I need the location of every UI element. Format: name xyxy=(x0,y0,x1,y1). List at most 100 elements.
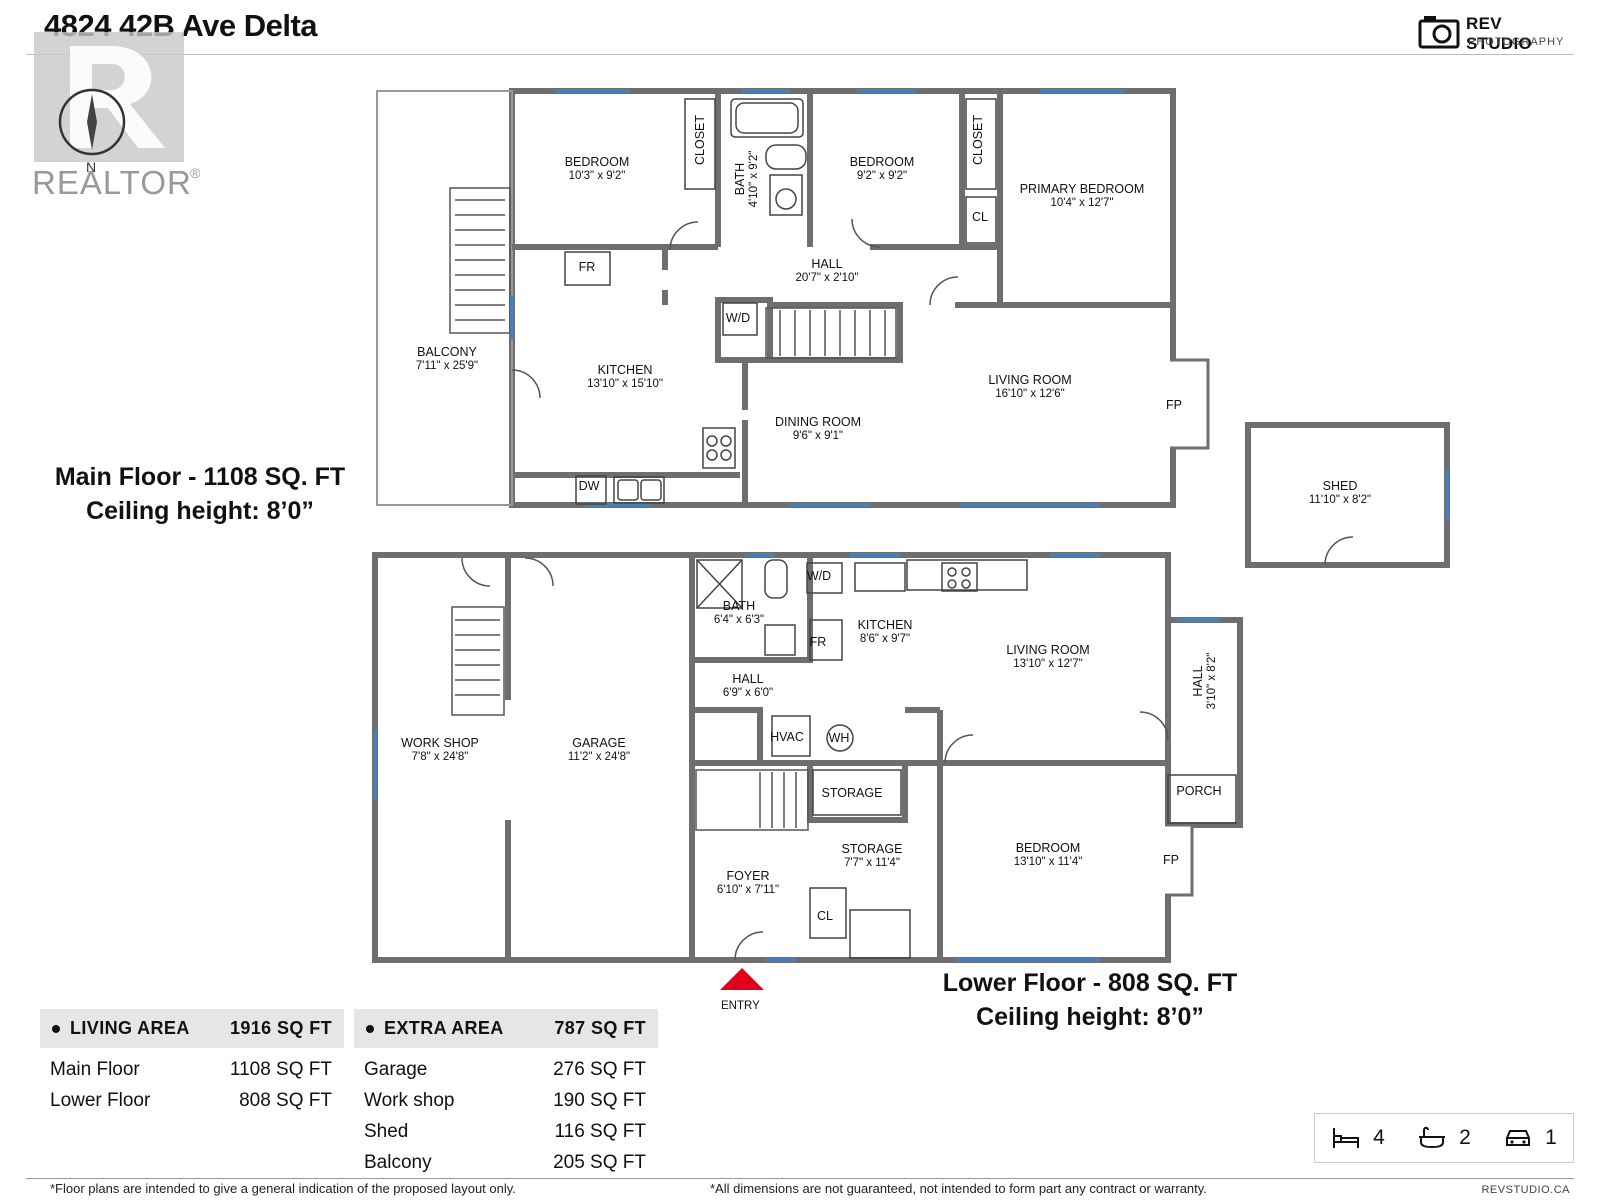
lower-floor-area: Lower Floor - 808 SQ. FT xyxy=(942,969,1238,997)
row-value: 276 SQ FT xyxy=(553,1058,646,1080)
living-area-title: LIVING AREA xyxy=(70,1018,190,1038)
room-label: CL xyxy=(972,210,988,224)
room-name: BEDROOM xyxy=(850,155,915,169)
baths-summary: 2 xyxy=(1417,1125,1471,1151)
room-dimensions: 4'10" x 9'2" xyxy=(748,151,760,208)
doors xyxy=(461,218,1354,961)
row-label: Garage xyxy=(364,1058,428,1080)
room-label: W/D xyxy=(726,311,750,325)
room-name: KITCHEN xyxy=(858,618,913,632)
baths-count: 2 xyxy=(1459,1126,1471,1149)
property-summary: 4 2 1 xyxy=(1314,1113,1574,1163)
room-name: SHED xyxy=(1323,479,1358,493)
room-name: BATH xyxy=(733,163,747,195)
room-dimensions: 7'11" x 25'9" xyxy=(416,360,478,372)
room-label: W/D xyxy=(807,569,831,583)
camera-icon xyxy=(1418,16,1460,49)
footer-url: REVSTUDIO.CA xyxy=(1481,1184,1570,1196)
room-name: HALL xyxy=(811,257,842,271)
room-label: FR xyxy=(579,260,596,274)
disclaimer-left: *Floor plans are intended to give a gene… xyxy=(50,1181,516,1196)
stairs xyxy=(449,187,897,831)
bathtub-icon xyxy=(1419,1126,1446,1149)
row-label: Balcony xyxy=(364,1151,432,1173)
entry-label: ENTRY xyxy=(721,1000,760,1012)
row-value: 205 SQ FT xyxy=(553,1151,646,1173)
brand-name: REV STUDIO xyxy=(1466,14,1533,53)
row-value: 1108 SQ FT xyxy=(229,1058,332,1080)
car-icon xyxy=(1506,1130,1531,1146)
room-name: PRIMARY BEDROOM xyxy=(1020,182,1145,196)
main-floor-area: Main Floor - 1108 SQ. FT xyxy=(54,463,346,491)
room-name: GARAGE xyxy=(572,736,626,750)
footer-divider xyxy=(26,1178,1574,1179)
room-name: FP xyxy=(1163,853,1179,867)
beds-count: 4 xyxy=(1373,1126,1385,1149)
room-dimensions: 10'4" x 12'7" xyxy=(1050,197,1113,209)
parking-summary: 1 xyxy=(1503,1125,1557,1151)
room-name: FR xyxy=(579,260,596,274)
room-name: CL xyxy=(817,909,833,923)
room-dimensions: 6'10" x 7'11" xyxy=(717,884,779,896)
row-value: 808 SQ FT xyxy=(239,1089,332,1111)
room-dimensions: 10'3" x 9'2" xyxy=(569,170,626,182)
room-label: FP xyxy=(1163,853,1179,867)
room-label: FP xyxy=(1166,398,1182,412)
room-name: DINING ROOM xyxy=(775,415,861,429)
room-label: FR xyxy=(810,635,827,649)
room-label: PORCH xyxy=(1176,784,1221,798)
room-name: HVAC xyxy=(770,730,804,744)
room-label: STORAGE xyxy=(822,786,883,800)
room-name: DW xyxy=(579,479,600,493)
room-dimensions: 13'10" x 11'4" xyxy=(1014,856,1083,868)
room-name: FR xyxy=(810,635,827,649)
room-dimensions: 20'7" x 2'10" xyxy=(795,272,858,284)
room-dimensions: 3'10" x 8'2" xyxy=(1206,653,1218,710)
room-dimensions: 16'10" x 12'6" xyxy=(995,388,1064,400)
room-name: KITCHEN xyxy=(598,363,653,377)
room-name: BEDROOM xyxy=(565,155,630,169)
room-name: CLOSET xyxy=(693,115,707,165)
parking-count: 1 xyxy=(1545,1126,1557,1149)
north-label: N xyxy=(86,159,96,175)
room-label: DW xyxy=(579,479,600,493)
room-dimensions: 8'6" x 9'7" xyxy=(860,633,910,645)
room-name: BEDROOM xyxy=(1016,841,1081,855)
room-name: BATH xyxy=(723,599,755,613)
extra-area-header: EXTRA AREA 787 SQ FT xyxy=(354,1009,658,1048)
room-name: CLOSET xyxy=(971,115,985,165)
room-name: PORCH xyxy=(1176,784,1221,798)
room-dimensions: 7'8" x 24'8" xyxy=(412,751,469,763)
room-dimensions: 11'2" x 24'8" xyxy=(568,751,630,763)
beds-summary: 4 xyxy=(1331,1125,1385,1151)
room-label: CL xyxy=(817,909,833,923)
room-dimensions: 13'10" x 15'10" xyxy=(587,378,663,390)
main-floor-label: Main Floor - 1108 SQ. FT Ceiling height:… xyxy=(40,460,360,528)
room-name: HALL xyxy=(1191,665,1205,696)
main-floor-walls xyxy=(376,88,1176,508)
room-name: BALCONY xyxy=(417,345,477,359)
living-area-header: LIVING AREA 1916 SQ FT xyxy=(40,1009,344,1048)
room-name: LIVING ROOM xyxy=(1006,643,1089,657)
bed-icon xyxy=(1333,1128,1360,1148)
bullet-icon xyxy=(52,1025,60,1034)
